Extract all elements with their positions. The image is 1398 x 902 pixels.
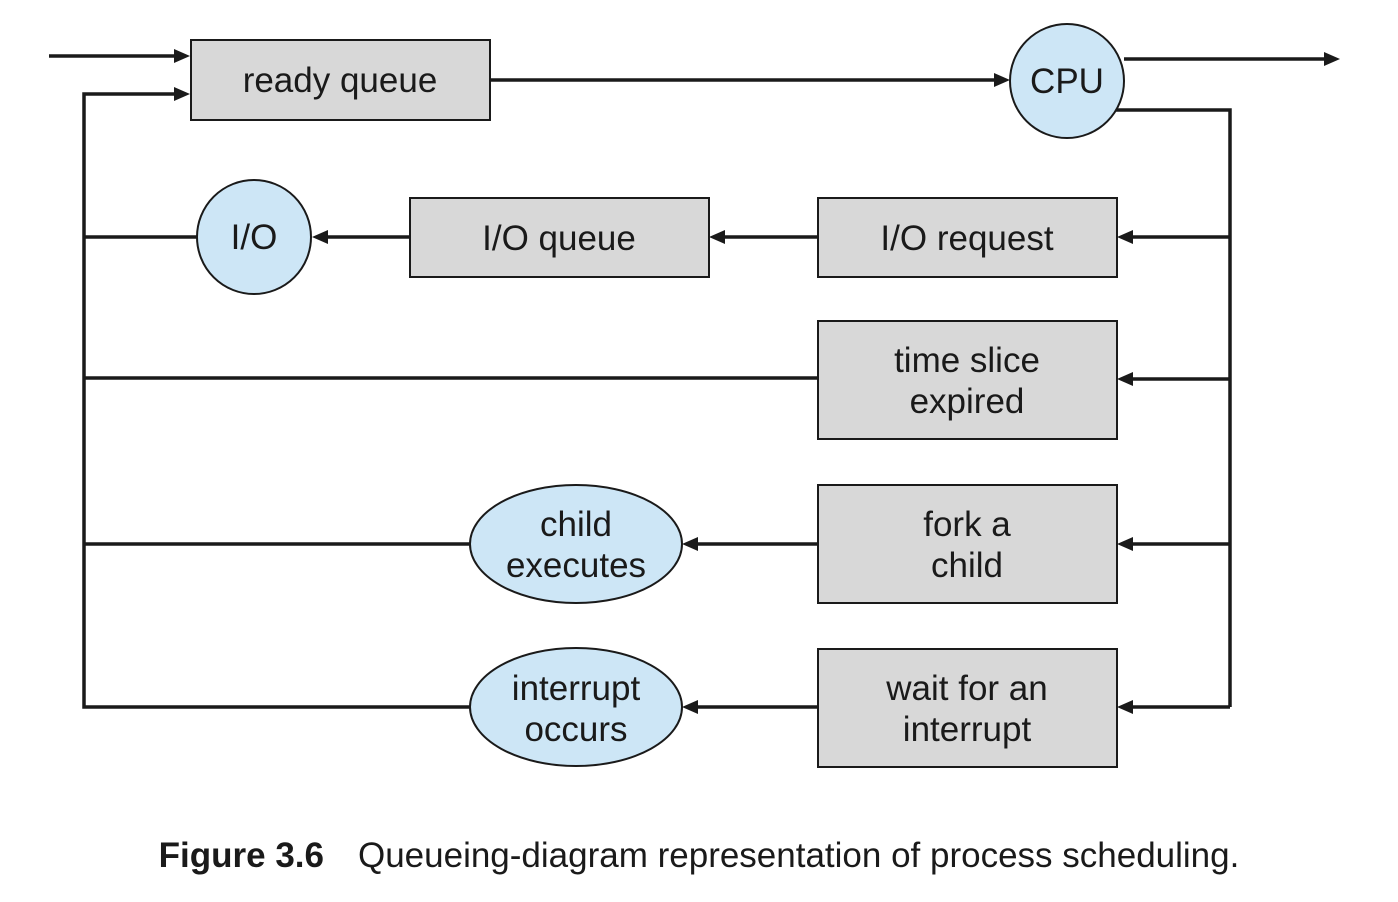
return-loop-line [82, 92, 470, 709]
branch-io-request-arrowhead [1117, 230, 1133, 244]
wait-interrupt-label-line1: wait for an [885, 669, 1047, 708]
cpu-dispatch-line [1116, 108, 1232, 707]
entry-arrowhead [174, 49, 190, 63]
child-executes-node: child executes [469, 484, 683, 604]
figure-caption: Figure 3.6 Queueing-diagram representatio… [0, 836, 1398, 876]
child-executes-label-line1: child [540, 505, 612, 544]
time-slice-node: time slice expired [817, 320, 1118, 440]
wait-to-interrupt-arrowhead [682, 700, 698, 714]
time-slice-label-line1: time slice [894, 341, 1040, 380]
io-queue-node: I/O queue [409, 197, 710, 278]
branch-fork-arrowhead [1117, 537, 1133, 551]
io-request-node: I/O request [817, 197, 1118, 278]
branch-wait-arrowhead [1117, 700, 1133, 714]
io-request-to-queue-arrowhead [709, 230, 725, 244]
wait-interrupt-label-line2: interrupt [903, 710, 1032, 749]
child-executes-ellipse [469, 484, 683, 604]
io-node: I/O [196, 179, 312, 295]
io-queue-to-io-arrowhead [312, 230, 328, 244]
ready-queue-node: ready queue [190, 39, 491, 121]
time-slice-label-line2: expired [910, 382, 1025, 421]
child-executes-label-line2: executes [506, 546, 646, 585]
fork-to-child-arrowhead [682, 537, 698, 551]
cpu-circle [1009, 23, 1125, 139]
wait-interrupt-node: wait for an interrupt [817, 648, 1118, 768]
io-queue-label: I/O queue [482, 219, 636, 258]
io-queue-box [409, 197, 710, 278]
io-label: I/O [231, 218, 278, 257]
interrupt-occurs-label-line1: interrupt [512, 669, 641, 708]
fork-child-node: fork a child [817, 484, 1118, 604]
interrupt-occurs-label-line2: occurs [524, 710, 627, 749]
io-request-box [817, 197, 1118, 278]
io-request-label: I/O request [880, 219, 1053, 258]
interrupt-occurs-node: interrupt occurs [469, 647, 683, 767]
branch-time-slice-arrowhead [1117, 372, 1133, 386]
ready-queue-label: ready queue [243, 61, 438, 100]
cpu-label: CPU [1030, 62, 1104, 101]
cpu-node: CPU [1009, 23, 1125, 139]
interrupt-occurs-ellipse [469, 647, 683, 767]
cpu-exit-arrowhead [1324, 52, 1340, 66]
fork-child-label-line2: child [931, 546, 1003, 585]
io-circle [196, 179, 312, 295]
return-arrowhead [174, 87, 190, 101]
fork-child-box [817, 484, 1118, 604]
connectors [49, 49, 1340, 714]
figure-caption-text: Queueing-diagram representation of proce… [357, 836, 1240, 875]
fork-child-label-line1: fork a [923, 505, 1011, 544]
wait-interrupt-box [817, 648, 1118, 768]
ready-to-cpu-arrowhead [994, 73, 1010, 87]
ready-queue-box [190, 39, 491, 121]
time-slice-box [817, 320, 1118, 440]
figure-number: Figure 3.6 [158, 836, 324, 875]
